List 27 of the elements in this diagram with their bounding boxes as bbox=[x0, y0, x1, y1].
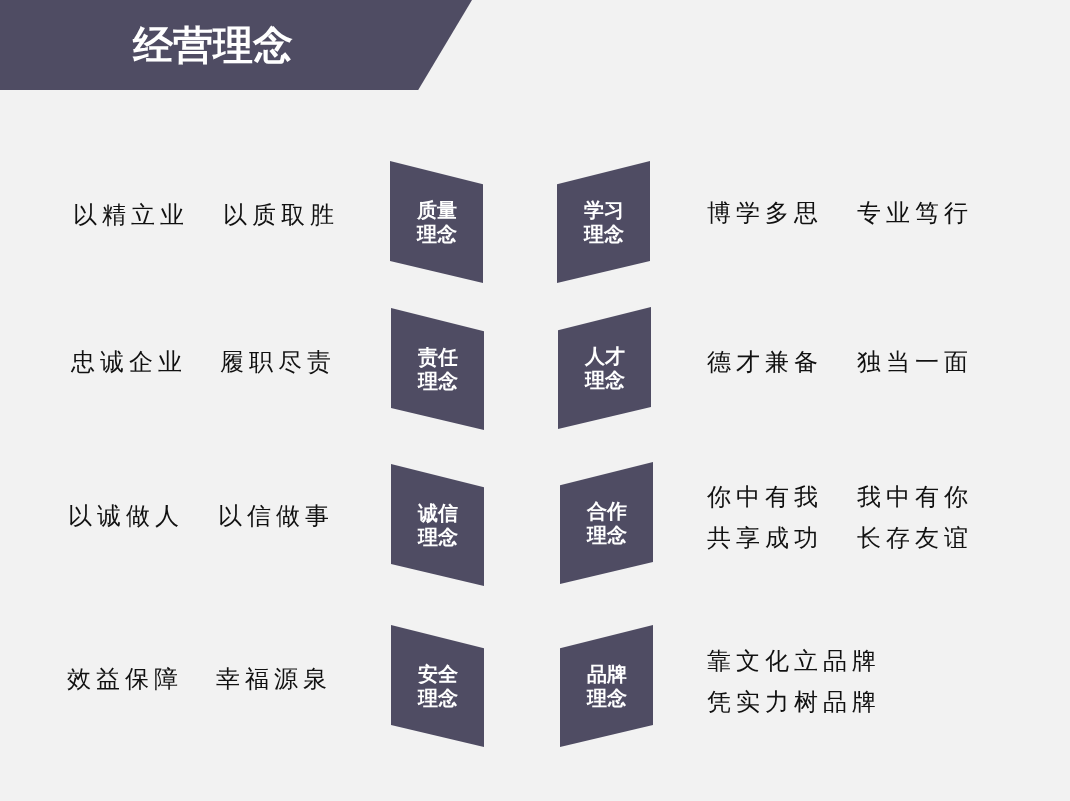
concept-tag: 人才理念 bbox=[558, 307, 651, 429]
slogan-text: 履职尽责 bbox=[220, 347, 336, 377]
slogan-text: 独当一面 bbox=[857, 347, 973, 377]
slogan-text: 以质取胜 bbox=[223, 200, 339, 230]
concept-tag: 学习理念 bbox=[557, 161, 650, 283]
slogan-text: 我中有你 bbox=[857, 482, 973, 512]
slogan-text: 幸福源泉 bbox=[216, 664, 332, 694]
slogan-text: 以信做事 bbox=[218, 501, 334, 531]
slogan-text: 共享成功 bbox=[707, 523, 823, 553]
slogan-text: 你中有我 bbox=[707, 482, 823, 512]
slogan-text: 凭实力树品牌 bbox=[707, 687, 881, 717]
concept-tag: 安全理念 bbox=[391, 625, 484, 747]
concept-tag: 合作理念 bbox=[560, 462, 653, 584]
concept-tag: 诚信理念 bbox=[391, 464, 484, 586]
concept-tag: 质量理念 bbox=[390, 161, 483, 283]
slogan-text: 以精立业 bbox=[73, 200, 189, 230]
slogan-text: 专业笃行 bbox=[857, 198, 973, 228]
slogan-text: 靠文化立品牌 bbox=[707, 646, 881, 676]
slogan-text: 以诚做人 bbox=[68, 501, 184, 531]
slogan-text: 忠诚企业 bbox=[71, 347, 187, 377]
slogan-text: 长存友谊 bbox=[857, 523, 973, 553]
slogan-text: 德才兼备 bbox=[707, 347, 823, 377]
title: 经营理念 bbox=[133, 21, 293, 70]
concept-tag: 责任理念 bbox=[391, 308, 484, 430]
concept-tag: 品牌理念 bbox=[560, 625, 653, 747]
slogan-text: 博学多思 bbox=[707, 198, 823, 228]
slogan-text: 效益保障 bbox=[67, 664, 183, 694]
